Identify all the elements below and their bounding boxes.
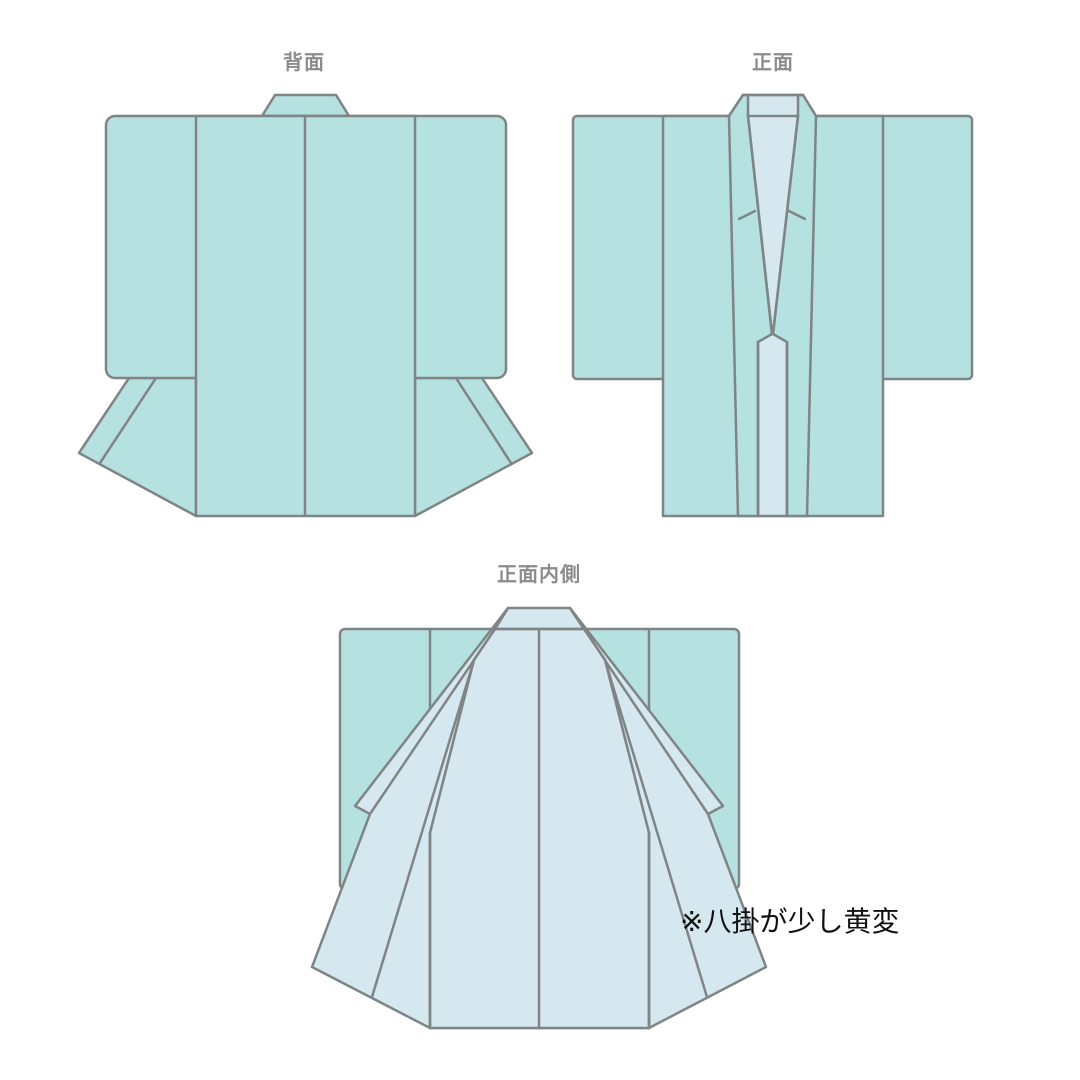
back-left-flare bbox=[77, 376, 198, 518]
front-view-label: 正面 bbox=[752, 50, 794, 74]
back-right-flare bbox=[413, 376, 534, 518]
back-view-label: 背面 bbox=[283, 50, 325, 74]
front-inside-view bbox=[310, 606, 768, 1030]
front-view bbox=[571, 93, 974, 518]
back-collar bbox=[260, 93, 351, 118]
back-view bbox=[77, 93, 534, 518]
yellowing-note: ※八掛が少し黄変 bbox=[680, 905, 900, 938]
front-inside-view-label: 正面内側 bbox=[497, 562, 581, 586]
